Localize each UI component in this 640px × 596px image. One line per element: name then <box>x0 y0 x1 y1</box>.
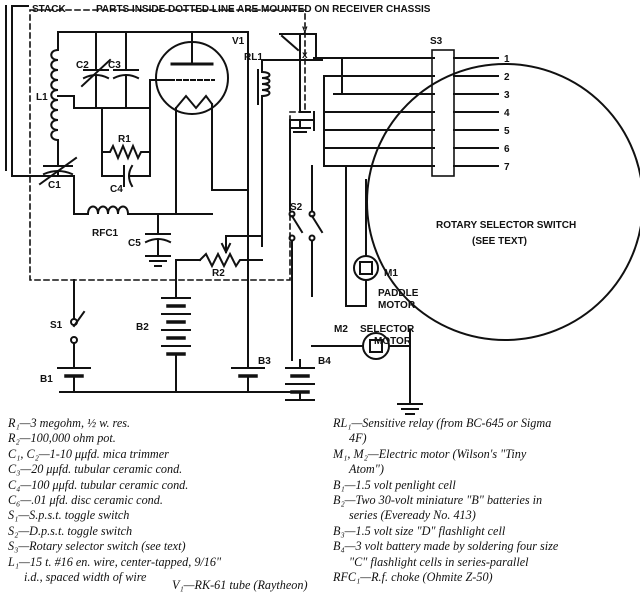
parts-list-item: M₁, M₂—Electric motor (Wilson's "Tiny <box>333 446 527 461</box>
label-rotary-switch-1: ROTARY SELECTOR SWITCH <box>436 220 576 231</box>
label-b2: B2 <box>136 322 149 333</box>
label-c1: C1 <box>48 180 61 191</box>
parts-list-item: B₄—3 volt battery made by soldering four… <box>333 539 559 554</box>
switch-position-4: 4 <box>504 108 510 119</box>
switch-position-6: 6 <box>504 144 510 155</box>
tube-v1 <box>149 31 229 191</box>
label-s2: S2 <box>290 202 303 213</box>
label-s3: S3 <box>430 36 443 47</box>
capacitor-c3 <box>112 31 140 109</box>
label-c2: C2 <box>76 60 89 71</box>
parts-list-item: C₄—100 μμfd. tubular ceramic cond. <box>8 477 189 492</box>
parts-list-bottom: V₁—RK-61 tube (Raytheon) <box>172 578 308 592</box>
label-b4: B4 <box>318 356 331 367</box>
resistor-r1 <box>101 143 151 161</box>
label-r2: R2 <box>212 268 225 279</box>
label-paddle-motor-1: PADDLE <box>378 288 419 299</box>
motor-m2 <box>311 329 423 415</box>
parts-list-item: S₂—D.p.s.t. toggle switch <box>8 523 133 538</box>
parts-list-item: C₃—20 μμfd. tubular ceramic cond. <box>8 462 183 477</box>
parts-list-item: S₃—Rotary selector switch (see text) <box>8 539 186 554</box>
capacitor-c2 <box>80 31 112 109</box>
parts-list-item: R₁—3 megohm, ½ w. res. <box>8 416 131 430</box>
battery-b1 <box>57 367 91 393</box>
label-c5: C5 <box>128 238 141 249</box>
battery-b4 <box>285 359 315 401</box>
parts-list-right: RL₁—Sensitive relay (from BC-645 or Sigm… <box>333 416 635 585</box>
battery-b2 <box>161 289 191 393</box>
capacitor-c1 <box>38 149 78 186</box>
label-m1: M1 <box>384 268 398 279</box>
label-v1: V1 <box>232 36 245 47</box>
label-c4: C4 <box>110 184 123 195</box>
parts-list-item: S₁—S.p.s.t. toggle switch <box>8 508 130 523</box>
parts-list-item: 4F) <box>349 431 367 446</box>
switch-position-2: 2 <box>504 72 510 83</box>
label-c3: C3 <box>108 60 121 71</box>
label-b1: B1 <box>40 374 53 385</box>
parts-list-item: B₂—Two 30-volt miniature "B" batteries i… <box>333 493 543 508</box>
capacitor-c4 <box>101 151 151 188</box>
parts-list-item: Atom") <box>349 462 384 477</box>
capacitor-c5 <box>144 213 172 267</box>
parts-list-item: L₁—15 t. #16 en. wire, center-tapped, 9/… <box>8 554 222 569</box>
label-selector-motor-1: SELECTOR <box>360 324 415 335</box>
parts-list-item: RL₁—Sensitive relay (from BC-645 or Sigm… <box>333 416 552 430</box>
label-contact-x: x <box>302 50 308 61</box>
label-m2: M2 <box>334 324 348 335</box>
switch-position-1: 1 <box>504 54 510 65</box>
label-rl1: RL1 <box>244 52 263 63</box>
label-contact-y: y <box>302 24 308 35</box>
potentiometer-r2 <box>175 235 263 269</box>
parts-list-item: series (Eveready No. 413) <box>349 508 476 523</box>
switch-s1 <box>70 279 86 367</box>
parts-list-item: "C" flashlight cells in series-parallel <box>349 554 529 569</box>
parts-list-item: C₁, C₂—1-10 μμfd. mica trimmer <box>8 446 169 461</box>
label-r1: R1 <box>118 134 131 145</box>
label-paddle-motor-2: MOTOR <box>378 300 416 311</box>
switch-s2 <box>288 165 324 361</box>
parts-list-item: B₃—1.5 volt size "D" flashlight cell <box>333 523 506 538</box>
relay-rl1 <box>191 31 317 247</box>
switch-position-3: 3 <box>504 90 510 101</box>
parts-list-item: C₆—.01 μfd. disc ceramic cond. <box>8 493 163 508</box>
coil-l1 <box>50 31 191 151</box>
switch-position-7: 7 <box>504 162 510 173</box>
parts-list-item: RFC₁—R.f. choke (Ohmite Z-50) <box>333 570 493 585</box>
stack-antenna <box>5 5 45 177</box>
switch-position-5: 5 <box>504 126 510 137</box>
rotary-selector-switch-s3 <box>366 49 640 341</box>
receiver-chassis-boundary <box>29 9 306 281</box>
parts-list-item: i.d., spaced width of wire <box>24 570 147 585</box>
motor-m1 <box>345 165 379 307</box>
label-l1: L1 <box>36 92 48 103</box>
label-s1: S1 <box>50 320 63 331</box>
label-b3: B3 <box>258 356 271 367</box>
choke-rfc1 <box>73 205 213 216</box>
label-selector-motor-2: MOTOR <box>374 336 412 347</box>
parts-list-item: B₁—1.5 volt penlight cell <box>333 477 456 492</box>
label-rotary-switch-2: (SEE TEXT) <box>472 236 527 247</box>
dotted-line-note: PARTS INSIDE DOTTED LINE ARE MOUNTED ON … <box>96 4 431 15</box>
ground-symbols <box>289 121 311 133</box>
label-rfc1: RFC1 <box>92 228 119 239</box>
stack-label: STACK <box>32 4 66 15</box>
parts-list-left: R₁—3 megohm, ½ w. res. R₂—100,000 ohm po… <box>8 416 326 585</box>
parts-list-item: R₂—100,000 ohm pot. <box>8 431 116 446</box>
